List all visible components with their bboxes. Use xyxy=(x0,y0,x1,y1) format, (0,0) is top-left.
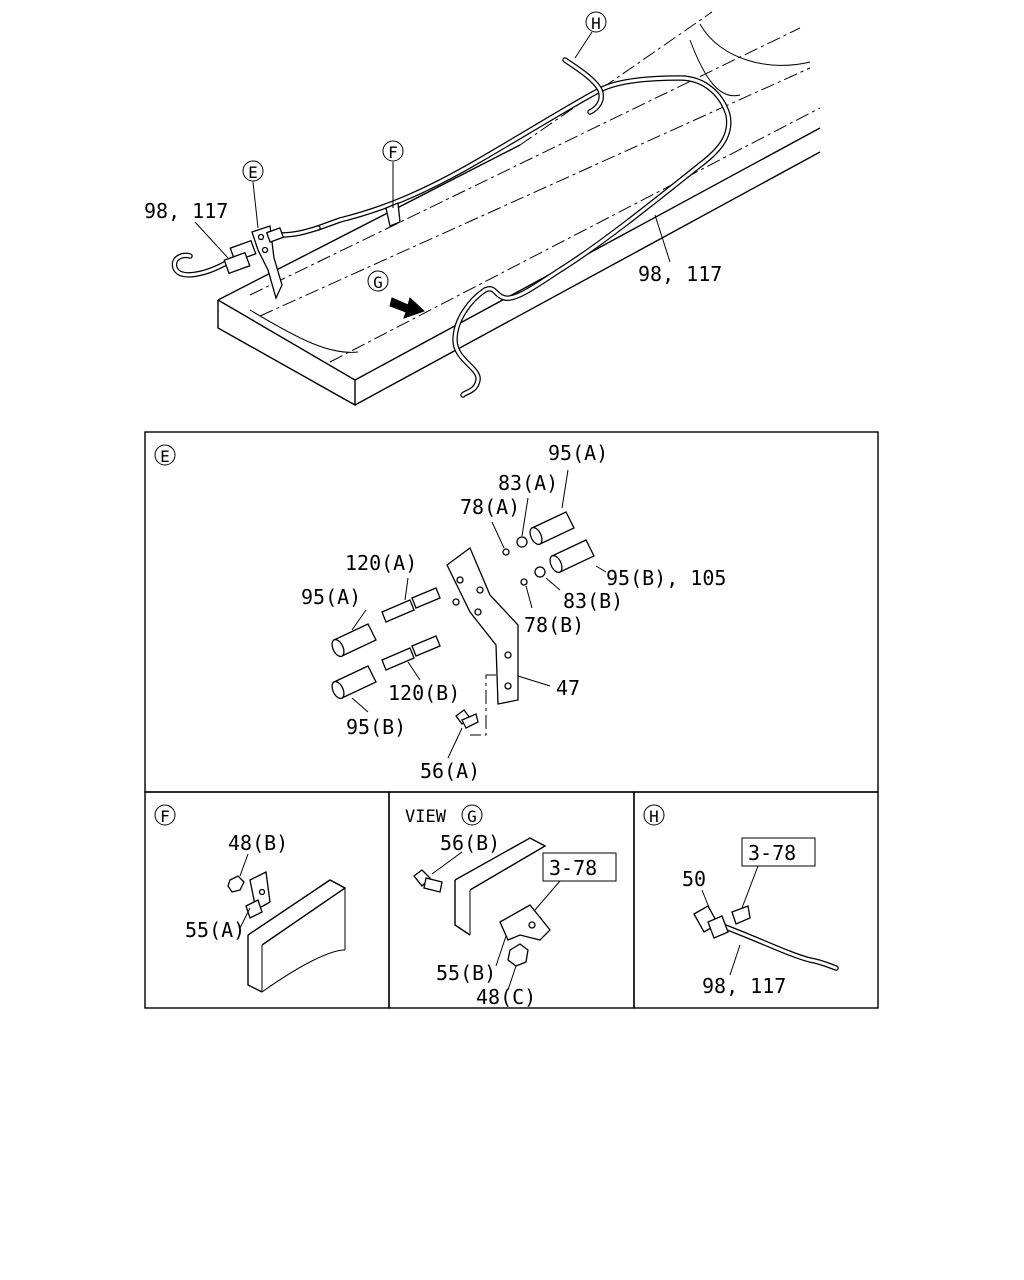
callout-g: G xyxy=(367,270,389,292)
label-55b: 55(B) xyxy=(436,961,496,985)
bolt-56b xyxy=(413,869,443,893)
svg-text:F: F xyxy=(388,143,398,162)
fitting-95b-right xyxy=(520,539,595,586)
view-arrow-g xyxy=(389,297,425,319)
svg-text:E: E xyxy=(248,163,258,182)
label-78a: 78(A) xyxy=(460,495,520,519)
detail-panel-e: E xyxy=(144,431,879,793)
callout-f: F xyxy=(382,140,404,162)
label-83b: 83(B) xyxy=(563,589,623,613)
label-50: 50 xyxy=(682,867,706,891)
label-95b-105: 95(B), 105 xyxy=(606,566,726,590)
nut-48b xyxy=(227,875,245,893)
label-120a: 120(A) xyxy=(345,551,417,575)
overview-drawing: H F E G 98, 117 98, 117 xyxy=(144,11,821,407)
label-pipe-left: 98, 117 xyxy=(144,199,228,223)
fuel-pipe-98-117 xyxy=(171,57,732,398)
label-83a: 83(A) xyxy=(498,471,558,495)
label-120b: 120(B) xyxy=(388,681,460,705)
pipe-clip-f xyxy=(385,162,401,227)
ref-box-3-78-h[interactable] xyxy=(741,837,816,867)
nut-48c xyxy=(507,943,529,967)
clip-55b xyxy=(499,904,551,941)
ref-3-78-h[interactable]: 3-78 xyxy=(748,841,796,865)
label-56a: 56(A) xyxy=(420,759,480,783)
svg-text:G: G xyxy=(467,807,477,826)
ref-box-3-78-g[interactable] xyxy=(542,852,617,882)
view-label: VIEW xyxy=(405,807,447,827)
label-55a: 55(A) xyxy=(185,918,245,942)
fitting-50 xyxy=(693,905,751,939)
label-48b: 48(B) xyxy=(228,831,288,855)
detail-panel-f: F 48(B) 55(A) xyxy=(144,791,390,1009)
rail-section-f xyxy=(247,879,347,993)
bracket-assembly xyxy=(223,225,285,300)
label-pipe-right: 98, 117 xyxy=(638,262,722,286)
frame-rail xyxy=(217,11,821,407)
svg-text:F: F xyxy=(160,807,170,826)
callout-e: E xyxy=(242,160,264,182)
bolt-56a xyxy=(455,709,479,729)
clip-55a xyxy=(245,871,271,919)
fitting-120b xyxy=(331,635,441,700)
label-95b-left: 95(B) xyxy=(346,715,406,739)
label-95a-top: 95(A) xyxy=(548,441,608,465)
fitting-120a xyxy=(331,587,441,658)
label-47: 47 xyxy=(556,676,580,700)
fitting-95a-right xyxy=(502,511,575,556)
ref-3-78-g[interactable]: 3-78 xyxy=(549,856,597,880)
rail-section-g xyxy=(454,837,547,936)
svg-text:H: H xyxy=(649,807,659,826)
callout-h: H xyxy=(585,11,607,33)
svg-text:E: E xyxy=(160,447,170,466)
svg-text:G: G xyxy=(373,273,383,292)
detail-panel-g: VIEW G 56(B) 3-78 55(B) 48(C) xyxy=(388,791,635,1009)
pipe-section-h xyxy=(717,922,839,971)
bracket-47 xyxy=(446,546,519,736)
label-78b: 78(B) xyxy=(524,613,584,637)
label-98-117-h: 98, 117 xyxy=(702,974,786,998)
label-48c: 48(C) xyxy=(476,985,536,1009)
label-95a-left: 95(A) xyxy=(301,585,361,609)
svg-text:H: H xyxy=(591,14,601,33)
label-56b: 56(B) xyxy=(440,831,500,855)
detail-panel-h: H 3-78 50 98, 117 xyxy=(633,791,879,1009)
